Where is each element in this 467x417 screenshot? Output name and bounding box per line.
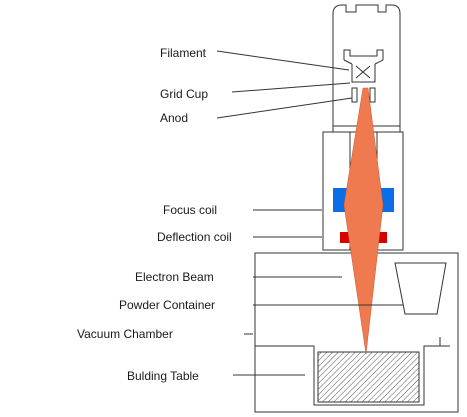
leader-lines <box>216 50 403 376</box>
powder-bed <box>317 351 420 403</box>
filament <box>355 65 371 79</box>
label-anod: Anod <box>160 111 188 125</box>
label-building-table: Bulding Table <box>127 369 199 383</box>
label-filament: Filament <box>160 46 207 60</box>
label-deflection-coil: Deflection coil <box>157 230 232 244</box>
powder-container <box>394 262 447 315</box>
label-electron-beam: Electron Beam <box>135 270 214 284</box>
label-powder-container: Powder Container <box>119 298 215 312</box>
label-vacuum-chamber: Vacuum Chamber <box>77 327 173 341</box>
building-table <box>255 337 450 406</box>
deflection-coil-left <box>340 232 350 243</box>
electron-beam <box>343 87 384 355</box>
anod <box>351 87 376 103</box>
label-grid-cup: Grid Cup <box>160 87 208 101</box>
grid-cup <box>343 49 384 83</box>
label-focus-coil: Focus coil <box>163 203 217 217</box>
deflection-coil-right <box>377 232 387 243</box>
